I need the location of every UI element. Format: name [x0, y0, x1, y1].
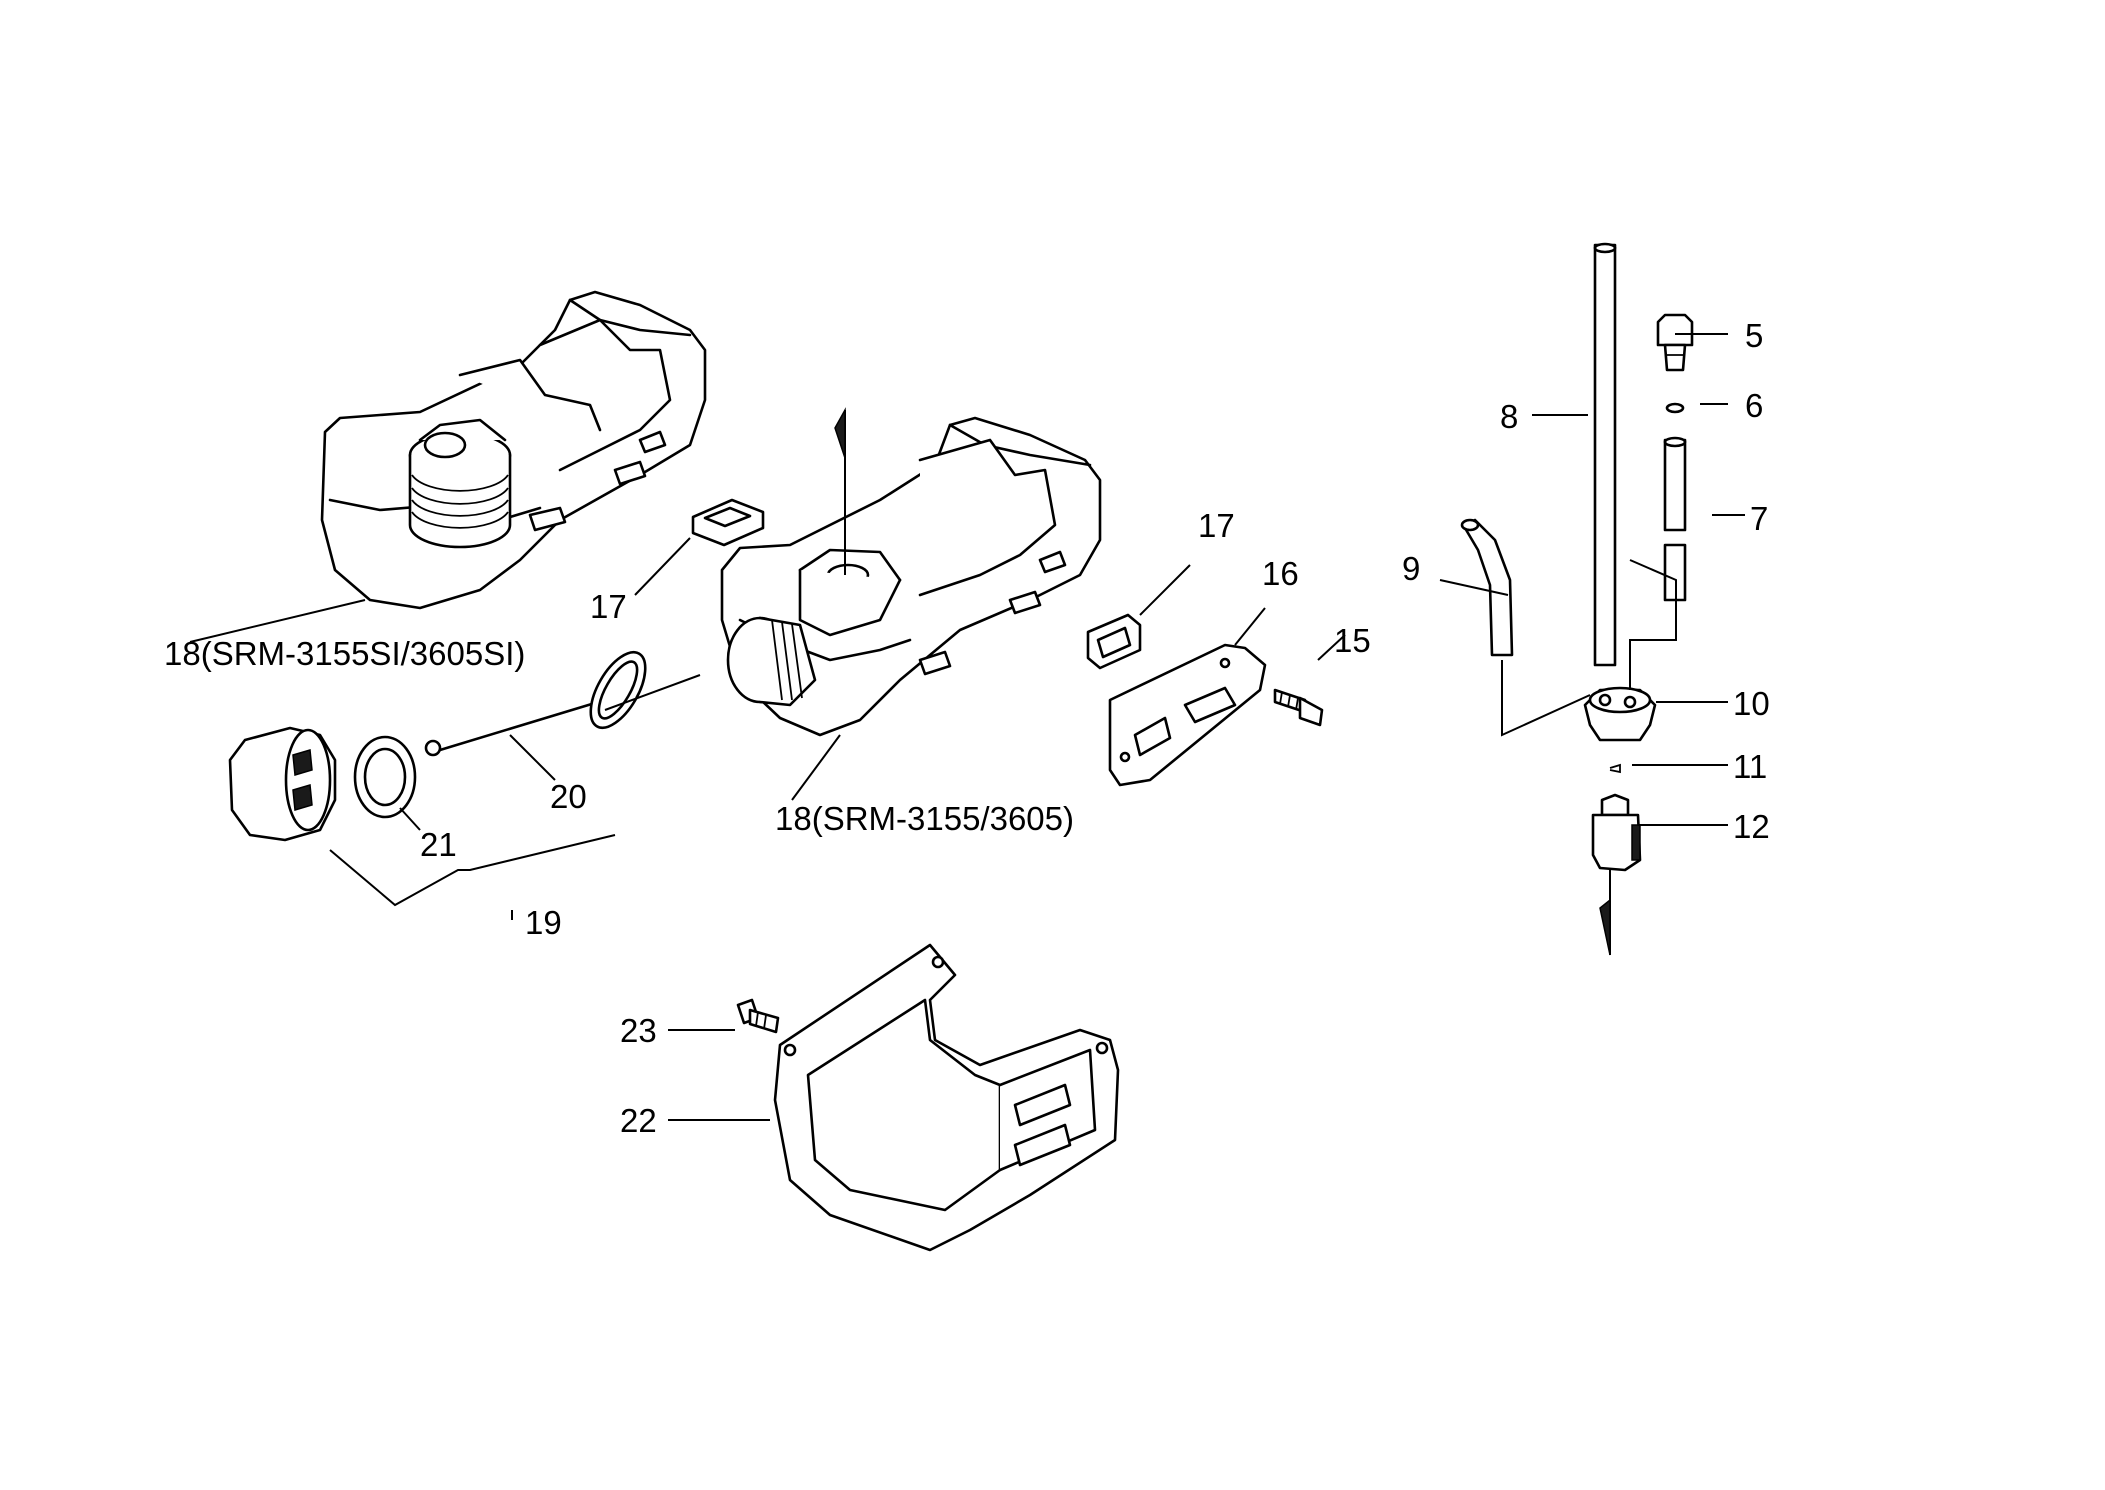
grommet-10 — [1583, 686, 1657, 742]
bolt-15 — [1273, 688, 1324, 727]
callout-19: 19 — [525, 904, 562, 941]
callout-6: 6 — [1745, 387, 1763, 424]
tube-7 — [1663, 436, 1687, 602]
callout-23: 23 — [620, 1012, 657, 1049]
callout-12: 12 — [1733, 808, 1770, 845]
callout-17-left: 17 — [590, 588, 627, 625]
callout-15: 15 — [1334, 622, 1371, 659]
grommet-right — [1086, 613, 1142, 670]
fuel-tank-standard — [720, 407, 1102, 737]
screw-23 — [736, 998, 780, 1034]
leader-lines — [189, 333, 1745, 1121]
mounting-plate — [1108, 643, 1267, 787]
callout-21: 21 — [420, 826, 457, 863]
callout-11: 11 — [1733, 748, 1767, 785]
callout-5: 5 — [1745, 317, 1763, 354]
fuel-cap — [228, 726, 337, 842]
callout-9: 9 — [1402, 550, 1420, 587]
callout-7: 7 — [1750, 500, 1768, 537]
tank-bracket — [773, 943, 1120, 1252]
fuel-line-8 — [1593, 242, 1617, 667]
grommet-left — [691, 498, 765, 547]
fuel-filter-12 — [1591, 793, 1642, 956]
primer-cap-5 — [1656, 313, 1694, 372]
callout-16: 16 — [1262, 555, 1299, 592]
callout-18-standard: 18(SRM-3155/3605) — [775, 800, 1074, 837]
callout-20: 20 — [550, 778, 587, 815]
cap-gasket — [353, 735, 417, 819]
tether-strap — [424, 650, 647, 757]
callout-22: 22 — [620, 1102, 657, 1139]
clip-11 — [1609, 763, 1621, 774]
fuel-line-9 — [1460, 518, 1514, 657]
callout-17-right: 17 — [1198, 507, 1235, 544]
callout-18-si: 18(SRM-3155SI/3605SI) — [164, 635, 525, 672]
fuel-tank-si — [320, 290, 707, 610]
o-ring-6 — [1665, 402, 1685, 414]
callout-8: 8 — [1500, 398, 1518, 435]
callout-10: 10 — [1733, 685, 1770, 722]
